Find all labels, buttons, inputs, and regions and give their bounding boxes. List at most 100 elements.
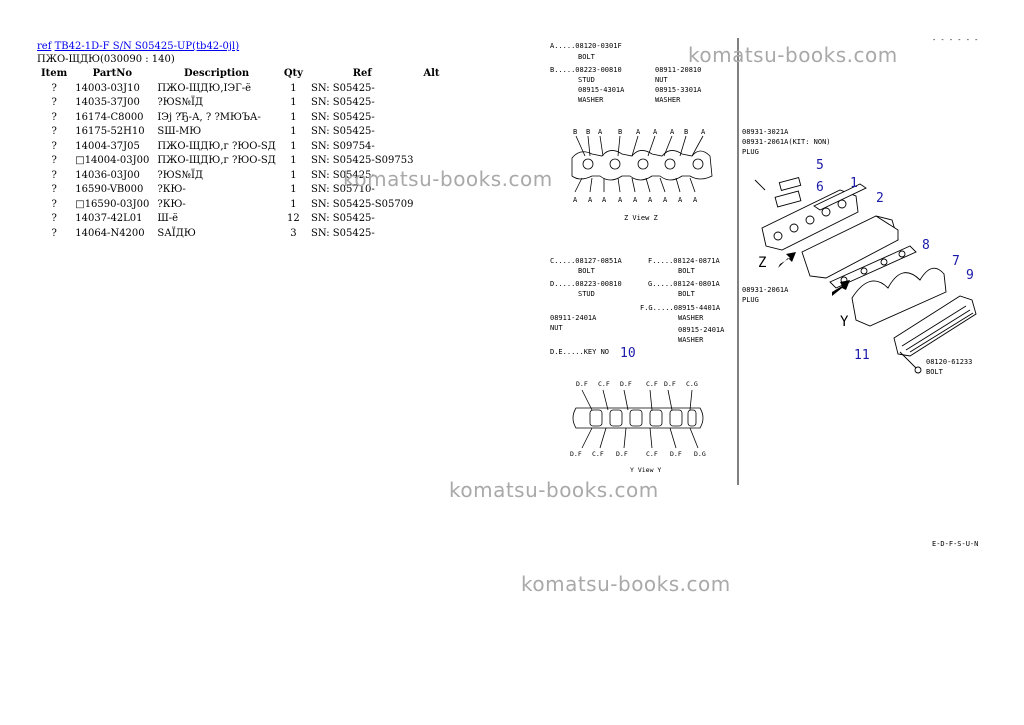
cell-partno: 14004-37J05 [75, 140, 140, 152]
cell-ref: SN: S05425- [310, 82, 375, 94]
cell-partno: 16174-C8000 [75, 111, 144, 123]
bolt-right-code: 08120-61233 [926, 358, 972, 366]
cell-description: ПЖО-ЩДЮ,ІЭГ-ё [157, 82, 252, 94]
callout-b2-name: NUT [655, 76, 668, 84]
cell-qty: 1 [290, 155, 297, 167]
strip-label: A [670, 128, 675, 136]
part-number-5: 5 [816, 158, 824, 173]
plug-bottom-name: PLUG [742, 296, 759, 304]
cell-description: ?КЮ- [157, 184, 186, 196]
part-number-9: 9 [966, 268, 974, 283]
view-z-strip [571, 135, 713, 193]
strip-label: D.F [576, 380, 588, 388]
col-partno: PartNo [92, 68, 133, 79]
callouts-middle: C.....08127-0851A BOLT F.....08124-0871A… [550, 257, 725, 356]
watermark: komatsu-books.com [449, 478, 659, 502]
part-number-7: 7 [952, 254, 960, 269]
z-arrow-icon [778, 252, 796, 268]
cell-item: ? [51, 155, 57, 167]
cell-qty: 1 [290, 111, 297, 123]
cell-item: ? [51, 184, 57, 196]
cell-qty: 1 [290, 97, 297, 109]
corner-code: E-D-F-S-U-N [932, 540, 978, 548]
cell-partno: 14036-03J00 [75, 169, 140, 181]
view-z-labels: B B A B A A A B A A A A A A A A A A Z Vi… [573, 128, 706, 222]
cell-description: ?КЮ- [157, 198, 186, 210]
callout-fg-name: WASHER [678, 314, 704, 322]
model-link[interactable]: TB42-1D-F S/N S05425-UP(tb42-0jl) [54, 41, 240, 52]
cell-partno: 16175-52H10 [75, 126, 145, 138]
cell-description: ?ЮЅ№ЇД [157, 97, 204, 109]
cell-item: ? [51, 111, 57, 123]
cell-alt [417, 125, 445, 140]
callout-b4-name: WASHER [655, 96, 681, 104]
plug-top-alt: 08931-2061A(KIT: NON) [742, 138, 831, 146]
cell-item: ? [51, 198, 57, 210]
cell-description: ?ЮЅ№ЇД [157, 169, 204, 181]
cell-qty: 12 [287, 213, 300, 225]
col-alt: Alt [423, 68, 440, 79]
group-title: ПЖО-ЩДЮ(030090 : 140) [37, 54, 175, 65]
strip-label: A [701, 128, 706, 136]
strip-label: D.F [670, 450, 682, 458]
part-number-2: 2 [876, 191, 884, 206]
plug-top-callout: 08931-3021A 08931-2061A(KIT: NON) PLUG 0… [742, 128, 972, 376]
strip-label: C.F [646, 450, 658, 458]
part-number-1: 1 [850, 176, 858, 191]
callout-washer-code: 08915-2401A [678, 326, 725, 334]
strip-label: A [678, 196, 683, 204]
cell-partno: □14004-03J00 [75, 155, 150, 167]
strip-label: D.F [570, 450, 582, 458]
cell-qty: 1 [290, 140, 297, 152]
ref-link[interactable]: ref [37, 41, 52, 52]
view-y-strip [572, 389, 704, 449]
cell-alt [417, 96, 445, 111]
top-corner-marks: - - - - - - [932, 36, 978, 44]
cell-qty: 1 [290, 82, 297, 94]
callout-fg-code: F.G.....08915-4401A [640, 304, 721, 312]
callout-nut-code: 08911-2401A [550, 314, 597, 322]
strip-label: A [653, 128, 658, 136]
view-y-labels: D.F C.F D.F C.F D.F C.G D.F C.F D.F C.F … [570, 380, 706, 474]
cell-ref: SN: S05425- [310, 169, 375, 181]
callout-b-name: STUD [578, 76, 595, 84]
watermark: komatsu-books.com [343, 167, 553, 191]
strip-label: B [573, 128, 577, 136]
cell-ref: SN: S05710- [310, 184, 375, 196]
cell-ref: SN: S05425- [310, 126, 375, 138]
parts-table: Item PartNo Description Qty Ref Alt ?140… [37, 66, 445, 241]
callout-nut-name: NUT [550, 324, 563, 332]
cell-qty: 1 [290, 184, 297, 196]
part-number-6: 6 [816, 180, 824, 195]
callout-b3-name: WASHER [578, 96, 604, 104]
cell-description: ЅШ-МЮ [157, 126, 202, 138]
view-z-caption: Z View Z [624, 214, 658, 222]
cell-item: ? [51, 126, 57, 138]
callout-d-code: D.....08223-00810 [550, 280, 622, 288]
plug-top-code: 08931-3021A [742, 128, 789, 136]
cell-description: Ш-ё [157, 213, 179, 225]
cell-alt [417, 154, 445, 169]
strip-label: A [636, 128, 641, 136]
strip-label: D.G [694, 450, 706, 458]
strip-label: D.F [616, 450, 628, 458]
cell-item: ? [51, 82, 57, 94]
strip-label: A [618, 196, 623, 204]
key-no-number: 10 [620, 346, 636, 361]
cell-qty: 1 [290, 169, 297, 181]
cell-alt [417, 81, 445, 96]
strip-label: B [618, 128, 622, 136]
strip-label: A [693, 196, 698, 204]
cell-qty: 3 [290, 227, 297, 239]
strip-label: C.F [598, 380, 610, 388]
z-label: Z [758, 255, 766, 271]
callout-a-code: A.....08120-0301F [550, 42, 622, 50]
exploded-parts-diagram: A.....08120-0301F BOLT B.....08223-00810… [550, 36, 978, 548]
